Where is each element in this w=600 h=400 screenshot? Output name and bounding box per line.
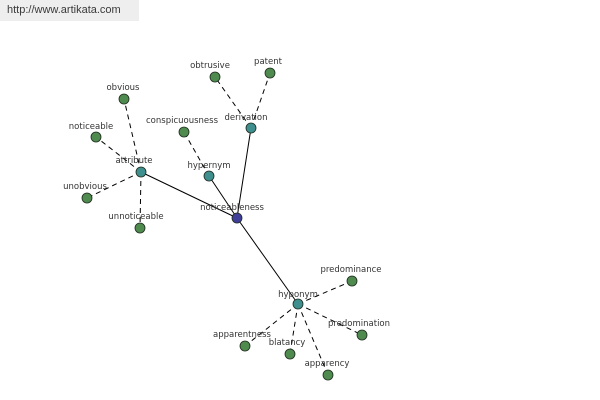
root-noticeableness-label: noticeableness <box>200 203 264 213</box>
edge-hyponym-apparency <box>297 303 329 376</box>
edge-root-attribute <box>140 171 238 219</box>
leaf-patent-node[interactable] <box>264 67 276 79</box>
leaf-predominance-label: predominance <box>320 265 381 275</box>
leaf-unobvious-label: unobvious <box>63 182 107 192</box>
leaf-unnoticeable-label: unnoticeable <box>108 212 163 222</box>
root-noticeableness-node[interactable] <box>231 212 243 224</box>
relation-hyponym-label: hyponym <box>278 290 318 300</box>
watermark-url[interactable]: http://www.artikata.com <box>0 0 139 21</box>
labels-layer: obvious noticeable unobvious unnoticeable at… <box>63 57 390 369</box>
relation-hypernym-label: hypernym <box>187 161 230 171</box>
leaf-predomination-node[interactable] <box>356 329 368 341</box>
leaf-obtrusive-label: obtrusive <box>190 61 230 71</box>
edge-hyponym-apparentness <box>244 303 299 347</box>
edge-hyponym-predomination <box>297 303 363 336</box>
leaf-apparentness-label: apparentness <box>213 330 272 340</box>
leaf-unnoticeable-node[interactable] <box>134 222 146 234</box>
edge-attribute-obvious <box>123 98 142 173</box>
leaf-predomination-label: predomination <box>328 319 390 329</box>
nodes-layer <box>81 67 368 381</box>
leaf-apparency-label: apparency <box>305 359 350 369</box>
relation-attribute-label: attribute <box>115 156 152 166</box>
edge-derivation-patent <box>250 72 271 129</box>
leaf-noticeable-node[interactable] <box>90 131 102 143</box>
leaf-conspicuousness-label: conspicuousness <box>146 116 219 126</box>
edge-attribute-noticeable <box>95 136 142 173</box>
leaf-blatancy-node[interactable] <box>284 348 296 360</box>
leaf-predominance-node[interactable] <box>346 275 358 287</box>
leaf-obvious-node[interactable] <box>118 93 130 105</box>
leaf-apparency-node[interactable] <box>322 369 334 381</box>
relation-derivation-label: derivation <box>224 113 267 123</box>
edge-root-derivation <box>236 127 252 219</box>
leaf-obtrusive-node[interactable] <box>209 71 221 83</box>
leaf-conspicuousness-node[interactable] <box>178 126 190 138</box>
edge-root-hyponym <box>236 217 299 305</box>
leaf-noticeable-label: noticeable <box>69 122 113 132</box>
edge-hyponym-predominance <box>297 280 353 305</box>
leaf-apparentness-node[interactable] <box>239 340 251 352</box>
edge-attribute-unobvious <box>86 171 142 199</box>
leaf-patent-label: patent <box>254 57 283 67</box>
edges-layer <box>86 72 363 376</box>
relation-hypernym-node[interactable] <box>203 170 215 182</box>
leaf-unobvious-node[interactable] <box>81 192 93 204</box>
relation-attribute-node[interactable] <box>135 166 147 178</box>
edge-derivation-obtrusive <box>214 76 252 129</box>
leaf-obvious-label: obvious <box>106 83 140 93</box>
edge-root-hypernym <box>208 175 238 219</box>
relation-hyponym-node[interactable] <box>292 298 304 310</box>
leaf-blatancy-label: blatancy <box>269 338 306 348</box>
relation-derivation-node[interactable] <box>245 122 257 134</box>
edge-attribute-unnoticeable <box>139 171 142 229</box>
